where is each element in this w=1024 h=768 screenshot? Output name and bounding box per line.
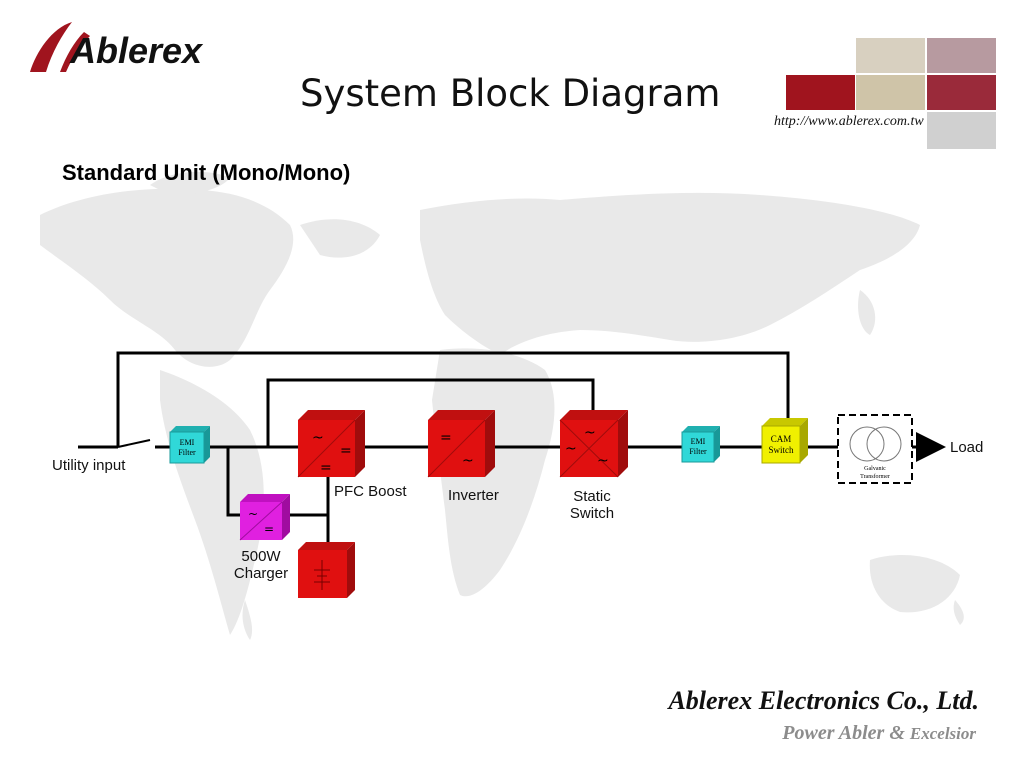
static-switch-block: ~ ~ ~ [559, 410, 628, 478]
svg-text:=: = [340, 443, 352, 459]
utility-input-label: Utility input [52, 457, 126, 474]
slogan-amp: & [889, 722, 905, 744]
charger-label: 500W Charger [233, 548, 289, 582]
svg-text:Filter: Filter [178, 448, 196, 457]
footer-slogan: Power Abler & Excelsior [782, 722, 976, 745]
svg-text:Switch: Switch [768, 445, 794, 455]
pfc-boost-label: PFC Boost [334, 483, 407, 500]
svg-text:~: ~ [248, 507, 258, 521]
slogan-end: Excelsior [909, 724, 976, 743]
svg-text:Galvanic: Galvanic [864, 466, 886, 472]
battery-block [298, 542, 355, 598]
svg-text:~: ~ [584, 425, 596, 441]
svg-text:EMI: EMI [180, 438, 195, 447]
charger-block: ~ = [239, 494, 290, 541]
svg-text:~: ~ [462, 453, 474, 469]
svg-text:Filter: Filter [689, 447, 707, 456]
inverter-block: = ~ [427, 410, 495, 478]
pfc-boost-block: ~ = = [297, 410, 365, 478]
galvanic-transformer-block: Galvanic Transformer [837, 414, 913, 484]
emi-filter-input-block: EMI Filter [169, 426, 210, 464]
svg-text:~: ~ [565, 441, 577, 457]
svg-text:~: ~ [597, 453, 609, 469]
svg-text:~: ~ [312, 430, 324, 446]
slogan-main: Power Abler [782, 722, 885, 744]
cam-switch-block: CAM Switch [761, 418, 808, 464]
switch-icon [117, 439, 151, 448]
inverter-label: Inverter [448, 487, 499, 504]
website-url[interactable]: http://www.ablerex.com.tw [774, 114, 924, 129]
emi-filter-output-block: EMI Filter [681, 426, 720, 463]
svg-text:=: = [264, 522, 274, 536]
diagram-subtitle: Standard Unit (Mono/Mono) [62, 160, 351, 185]
footer-company-name: Ablerex Electronics Co., Ltd. [668, 686, 979, 715]
svg-text:EMI: EMI [691, 437, 706, 446]
svg-text:=: = [440, 430, 452, 446]
page-title: System Block Diagram [300, 72, 721, 115]
load-label: Load [950, 439, 984, 456]
static-switch-label: Static Switch [569, 488, 615, 522]
svg-text:Transformer: Transformer [860, 473, 890, 480]
svg-text:CAM: CAM [771, 434, 792, 444]
logo-text: Ablerex [70, 30, 203, 71]
svg-text:=: = [320, 460, 332, 476]
